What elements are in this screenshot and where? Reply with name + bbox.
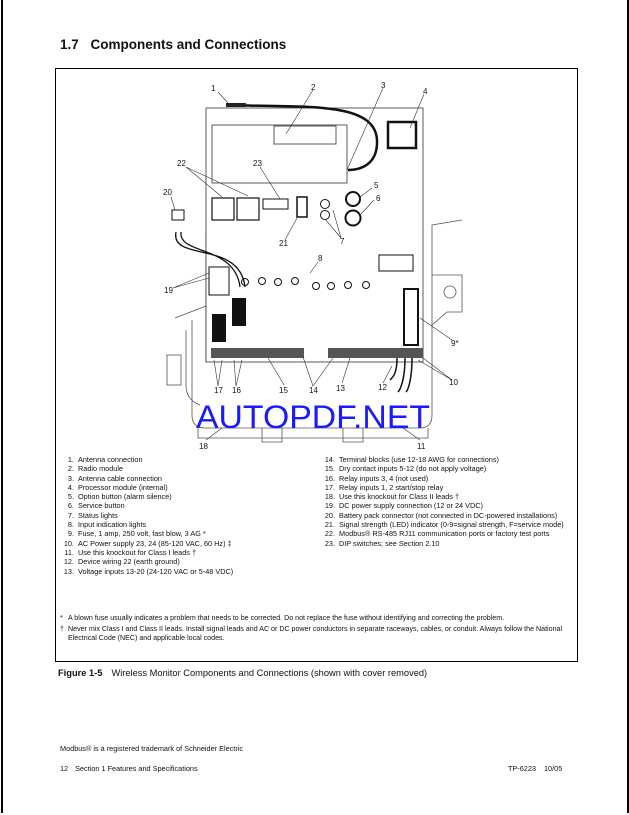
callout-10: 10 bbox=[449, 378, 458, 387]
figure-caption-text: Wireless Monitor Components and Connecti… bbox=[111, 668, 428, 678]
rj11-port-2 bbox=[236, 197, 260, 221]
footer-right: TP-6223 10/05 bbox=[508, 764, 562, 773]
callout-4: 4 bbox=[423, 87, 428, 96]
callout-21: 21 bbox=[279, 239, 288, 248]
legend-item: 9.Fuse, 1 amp, 250 volt, fast blow, 3 AG… bbox=[67, 529, 206, 539]
callout-6: 6 bbox=[376, 194, 381, 203]
callout-12: 12 bbox=[378, 383, 387, 392]
callout-7: 7 bbox=[340, 237, 345, 246]
fuse bbox=[403, 288, 419, 346]
callout-15: 15 bbox=[279, 386, 288, 395]
ac-power-wires bbox=[389, 357, 413, 393]
figure-notes: *A blown fuse usually indicates a proble… bbox=[60, 614, 570, 645]
relay bbox=[212, 314, 226, 342]
callout-9: 9* bbox=[451, 339, 459, 348]
antenna-cable bbox=[229, 103, 379, 172]
transformer bbox=[378, 254, 414, 272]
callout-22: 22 bbox=[177, 159, 186, 168]
figure-frame bbox=[55, 68, 578, 662]
terminal-block bbox=[211, 348, 304, 358]
option-button bbox=[345, 191, 361, 207]
legend-item: 12.Device wiring 22 (earth ground) bbox=[63, 557, 180, 567]
dc-power-connector bbox=[208, 266, 230, 296]
circuit-board bbox=[171, 103, 424, 393]
page-number: 12 bbox=[60, 764, 69, 773]
section-heading: 1.7 Components and Connections bbox=[60, 37, 286, 52]
legend-item: 17.Relay inputs 1, 2 start/stop relay bbox=[324, 482, 444, 492]
service-button bbox=[344, 209, 362, 227]
legend-item: 6.Service button bbox=[67, 501, 125, 511]
callout-13: 13 bbox=[336, 384, 345, 393]
processor-module bbox=[386, 120, 418, 150]
callout-18: 18 bbox=[199, 442, 208, 451]
terminal-block bbox=[328, 348, 423, 358]
legend-item: 15.Dry contact inputs 5-12 (do not apply… bbox=[324, 464, 487, 474]
callout-16: 16 bbox=[232, 386, 241, 395]
legend-item: 3.Antenna cable connection bbox=[67, 473, 162, 483]
relay bbox=[232, 298, 246, 326]
legend-item: 22.Modbus® RS-485 RJ11 communication por… bbox=[324, 529, 550, 539]
legend-item: 10.AC Power supply 23, 24 (85-120 VAC, 6… bbox=[63, 538, 232, 548]
led-indicator bbox=[296, 196, 308, 218]
status-light bbox=[320, 210, 330, 220]
callout-8: 8 bbox=[318, 254, 323, 263]
section-title: Components and Connections bbox=[90, 37, 287, 52]
radio-module bbox=[211, 124, 348, 184]
battery-cable bbox=[175, 231, 246, 288]
callout-19: 19 bbox=[164, 286, 173, 295]
legend-item: 16.Relay inputs 3, 4 (not used) bbox=[324, 473, 429, 483]
legend-item: 21.Signal strength (LED) indicator (0-9=… bbox=[324, 520, 564, 530]
legend-item: 11.Use this knockout for Class I leads † bbox=[64, 547, 197, 557]
legend-item: 2.Radio module bbox=[67, 464, 124, 474]
callout-17: 17 bbox=[214, 386, 223, 395]
dip-switches bbox=[262, 198, 289, 210]
antenna-connector bbox=[226, 103, 246, 107]
legend-left: 1.Antenna connection 2.Radio module 3.An… bbox=[62, 455, 312, 576]
rj11-port-1 bbox=[211, 197, 235, 221]
status-light bbox=[320, 199, 330, 209]
legend-item: 18.Use this knockout for Class II leads … bbox=[324, 492, 460, 502]
callout-20: 20 bbox=[163, 188, 172, 197]
legend-item: 14.Terminal blocks (use 12-18 AWG for co… bbox=[324, 455, 499, 464]
trademark-note: Modbus® is a registered trademark of Sch… bbox=[60, 744, 244, 753]
legend-item: 20.Battery pack connector (not connected… bbox=[324, 510, 558, 520]
leader-lines bbox=[170, 87, 453, 441]
legend-item: 23.DIP switches; see Section 2.10 bbox=[324, 538, 440, 548]
watermark: AUTOPDF.NET bbox=[196, 399, 430, 435]
note-class-leads: †Never mix Class I and Class II leads. I… bbox=[60, 625, 563, 642]
callout-2: 2 bbox=[311, 83, 316, 92]
callout-3: 3 bbox=[381, 81, 386, 90]
legend-item: 4.Processor module (internal) bbox=[67, 482, 168, 492]
doc-number: TP-6223 bbox=[508, 764, 536, 773]
callout-23: 23 bbox=[253, 159, 262, 168]
callout-labels: 1 2 3 4 5 6 7 8 9* 10 11 12 13 14 15 16 … bbox=[163, 81, 459, 451]
legend-item: 8.Input indication lights bbox=[67, 520, 147, 530]
footer-left: 12 Section 1 Features and Specifications bbox=[60, 764, 198, 773]
callout-14: 14 bbox=[309, 386, 318, 395]
callout-5: 5 bbox=[374, 181, 379, 190]
callout-11: 11 bbox=[417, 442, 426, 451]
legend-item: 7.Status lights bbox=[67, 510, 118, 520]
figure-label: Figure 1-5 bbox=[58, 668, 103, 678]
figure-caption: Figure 1-5 Wireless Monitor Components an… bbox=[58, 668, 427, 678]
doc-date: 10/05 bbox=[544, 764, 563, 773]
legend-item: 5.Option button (alarm silence) bbox=[67, 492, 172, 502]
footer-section: Section 1 Features and Specifications bbox=[75, 764, 198, 773]
enclosure bbox=[166, 219, 463, 443]
legend-item: 1.Antenna connection bbox=[67, 455, 143, 464]
legend-item: 19.DC power supply connection (12 or 24 … bbox=[324, 501, 483, 511]
section-number: 1.7 bbox=[60, 37, 79, 52]
legend-item: 13.Voltage inputs 13-20 (24-120 VAC or 5… bbox=[63, 566, 234, 576]
callout-1: 1 bbox=[211, 84, 216, 93]
battery-connector bbox=[171, 209, 185, 221]
legend-right: 14.Terminal blocks (use 12-18 AWG for co… bbox=[323, 455, 568, 548]
note-fuse: *A blown fuse usually indicates a proble… bbox=[60, 614, 505, 622]
